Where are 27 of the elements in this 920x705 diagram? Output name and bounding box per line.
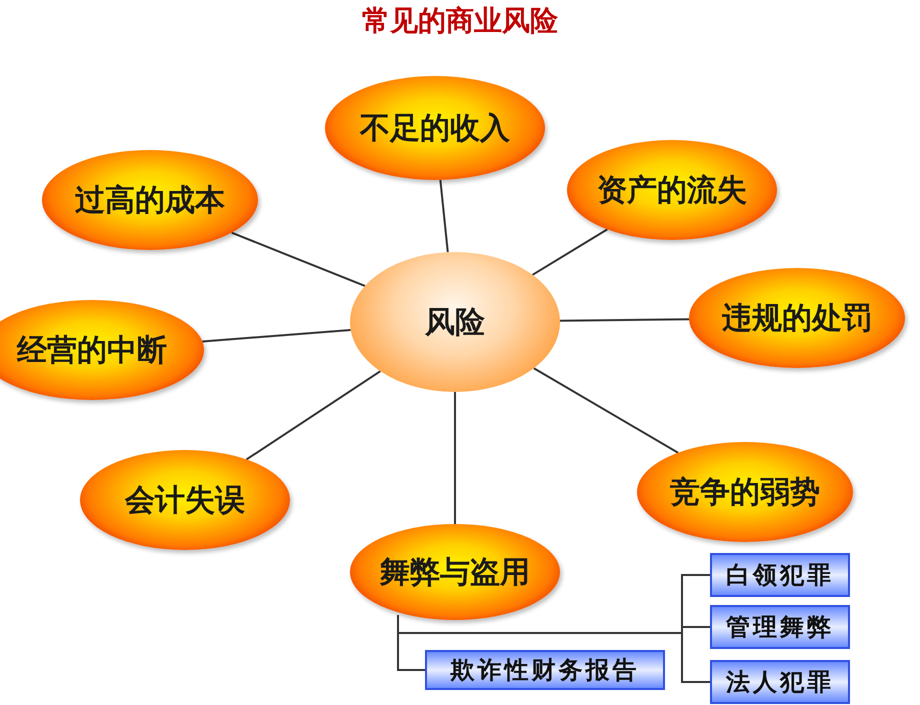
connector-line: [454, 392, 456, 524]
connector-line: [532, 228, 608, 276]
node-text: 欺诈性财务报告: [450, 655, 640, 686]
node-text: 管理舞弊: [726, 612, 834, 643]
node-text: 过高的成本: [75, 182, 225, 220]
connector-line: [533, 367, 679, 454]
connector-line: [560, 318, 690, 322]
node-text: 不足的收入: [360, 110, 510, 148]
connector-line: [231, 232, 366, 287]
connector-line: [439, 180, 449, 252]
label-box: [710, 605, 850, 649]
node-text: 舞弊与盗用: [380, 554, 530, 592]
node-text: 竞争的弱势: [670, 474, 820, 512]
connector-line: [202, 329, 351, 342]
title: 常见的商业风险: [362, 4, 558, 37]
node-text: 违规的处罚: [722, 300, 872, 338]
label-box: [425, 650, 665, 690]
node-text: 经营的中断: [17, 332, 167, 370]
node-text: 资产的流失: [597, 172, 747, 210]
label-box: [710, 660, 850, 704]
node-text: 白领犯罪: [726, 560, 834, 591]
node-text: 法人犯罪: [726, 667, 834, 698]
connector-line: [246, 370, 381, 460]
node-text: 会计失误: [125, 482, 245, 520]
connector-line: [397, 615, 710, 683]
node-text: 风险: [425, 304, 485, 342]
label-box: [710, 553, 850, 597]
